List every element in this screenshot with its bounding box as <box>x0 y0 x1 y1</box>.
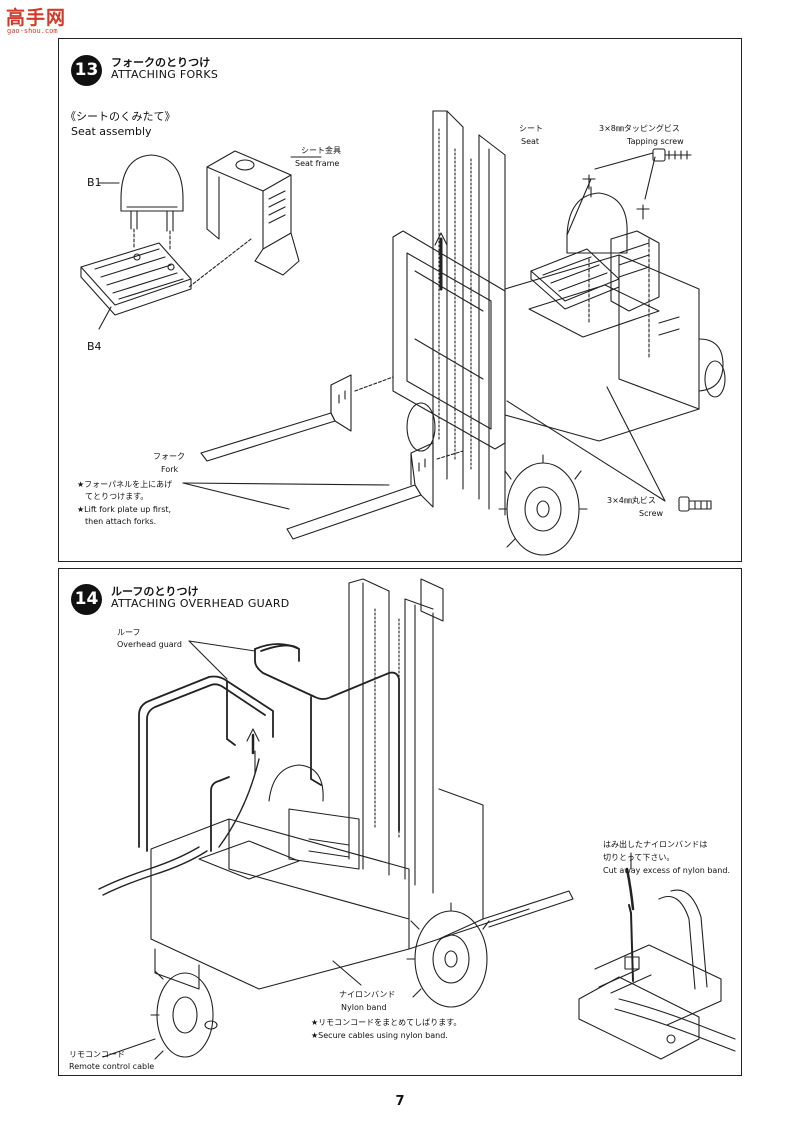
truck-body-drawing <box>504 254 724 442</box>
overhead-guard-illustration <box>98 578 736 1060</box>
secure-cable-note-en: ★Secure cables using nylon band. <box>311 1031 448 1040</box>
fork-plate-drawing <box>392 230 506 450</box>
round-screw-drawing <box>506 386 712 512</box>
seat-label-en: Seat <box>521 137 540 146</box>
seat-label-jp: シート <box>519 124 543 133</box>
rear-wheel-drawing <box>150 948 218 1060</box>
watermark-main: 高手网 <box>6 7 67 29</box>
cut-band-label-jp-line1: はみ出したナイロンバンドは <box>603 840 708 849</box>
seat-assembly-label-en: Seat assembly <box>71 125 152 138</box>
fork-note-en-line1: ★Lift fork plate up first, <box>77 505 172 514</box>
seat-drawing <box>246 728 324 802</box>
fork-note-en-line2: then attach forks. <box>85 517 157 526</box>
secure-cable-note-jp: ★リモコンコードをまとめてしばります。 <box>311 1018 462 1027</box>
seat-on-truck-drawing <box>530 178 660 360</box>
step-13-title-en: ATTACHING FORKS <box>111 68 219 81</box>
seat-frame-label-en: Seat frame <box>295 159 340 168</box>
overhead-guard-drawing <box>138 643 400 852</box>
nylon-band-inset-drawing <box>578 867 736 1060</box>
overhead-guard-label-en: Overhead guard <box>117 640 182 649</box>
tapping-screw-label-en: Tapping screw <box>627 137 684 146</box>
round-screw-label-en: Screw <box>639 509 664 518</box>
step-14-title-en: ATTACHING OVERHEAD GUARD <box>111 597 290 610</box>
nylon-band-label-jp: ナイロンバンド <box>339 990 396 999</box>
fork-label-jp: フォーク <box>153 452 185 461</box>
fork-drawing <box>408 890 574 950</box>
seat-base-b4-drawing <box>80 242 192 316</box>
seat-frame-label-jp: シート金具 <box>301 146 341 155</box>
cut-band-label-jp-line2: 切りとって下さい。 <box>603 853 675 862</box>
remote-cable-label-jp: リモコンコード <box>69 1050 125 1059</box>
step-14-panel: 14 ルーフのとりつけ ATTACHING OVERHEAD GUARD ルーフ… <box>58 568 742 1076</box>
fork-left-drawing <box>200 374 352 462</box>
front-wheel-drawing <box>406 902 490 1008</box>
round-screw-label-jp: 3×4㎜丸ビス <box>607 496 656 505</box>
part-b4-label: B4 <box>87 340 102 353</box>
tapping-screw-label-jp: 3×8㎜タッピングビス <box>599 124 680 133</box>
step-14-number: 14 <box>71 584 102 615</box>
mast-drawing <box>432 110 506 516</box>
fork-note-jp-line1: ★フォーパネルを上にあげ <box>77 480 173 489</box>
cut-band-label-en: Cut away excess of nylon band. <box>603 866 730 875</box>
nylon-band-label-en: Nylon band <box>341 1003 387 1012</box>
tapping-screws-drawing <box>582 148 692 220</box>
seat-assembly-label-jp: 《シートのくみたて》 <box>65 110 176 123</box>
seat-cushion-b1-drawing <box>120 154 184 252</box>
part-b1-label: B1 <box>87 176 102 189</box>
seat-frame-drawing <box>188 150 300 288</box>
page-number: 7 <box>395 1094 405 1109</box>
fork-assembly-illustration <box>80 110 726 556</box>
fork-right-drawing <box>286 442 434 540</box>
fork-note-jp-line2: てとりつけます。 <box>85 492 149 501</box>
watermark-sub: gao-shou.com <box>7 27 58 35</box>
step-13-title-jp: フォークのとりつけ <box>111 56 211 69</box>
step-14-title-jp: ルーフのとりつけ <box>111 585 199 598</box>
watermark-logo: 高手网 gao-shou.com <box>2 3 72 39</box>
remote-cable-drawing <box>98 758 260 896</box>
remote-cable-label-en: Remote control cable <box>69 1062 155 1071</box>
front-wheel-drawing <box>406 360 726 556</box>
fork-label-en: Fork <box>161 465 179 474</box>
mast-drawing <box>348 578 444 894</box>
step-13-number: 13 <box>71 55 102 86</box>
step-13-panel: 13 フォークのとりつけ ATTACHING FORKS 《シートのくみたて》 … <box>58 38 742 562</box>
overhead-guard-label-jp: ルーフ <box>117 628 141 637</box>
